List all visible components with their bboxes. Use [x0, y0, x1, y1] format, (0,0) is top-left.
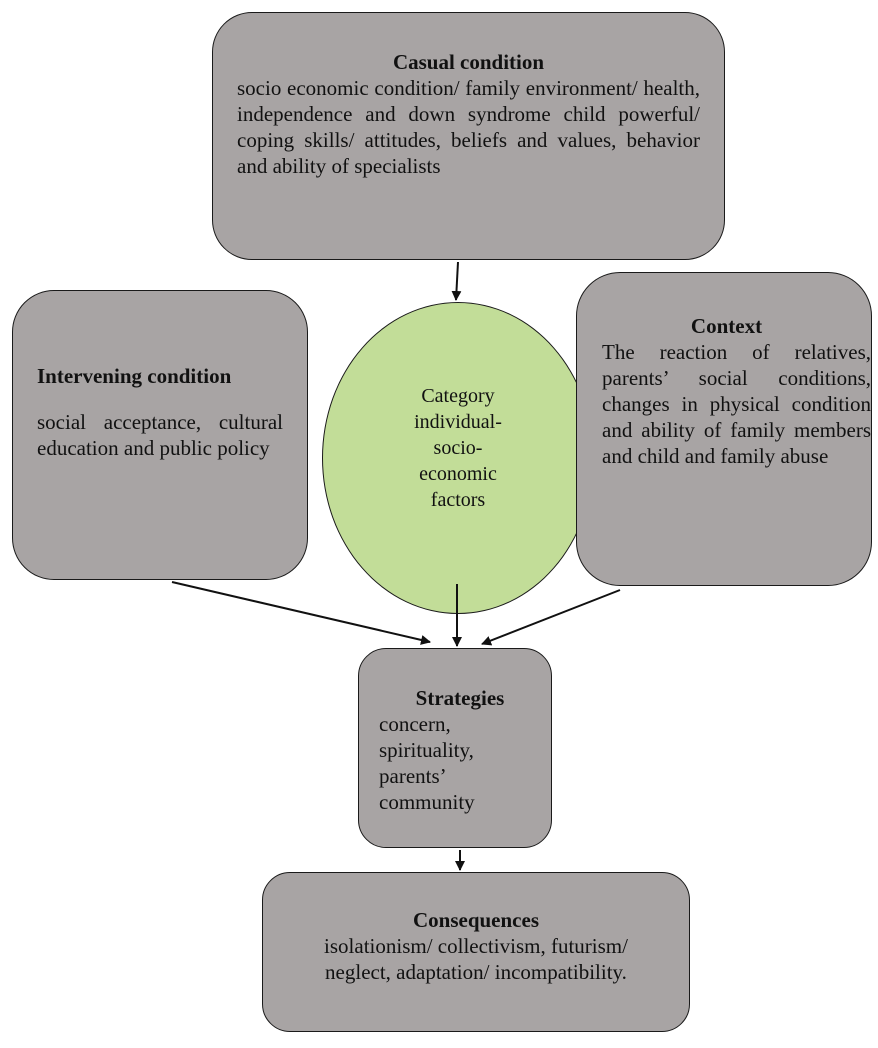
casual-condition-title: Casual condition: [392, 50, 545, 74]
strategies-title: Strategies: [415, 686, 505, 710]
context-title: Context: [690, 314, 763, 338]
casual-condition-text: socio economic condition/ family environ…: [237, 76, 700, 178]
consequences-line: neglect, adaptation/ incompatibility.: [325, 960, 627, 984]
consequences-line: isolationism/ collectivism, futurism/: [324, 934, 628, 958]
strategies-line: concern,: [379, 712, 451, 736]
strategies-line: parents’: [379, 764, 447, 788]
consequences-box: Consequences isolationism/ collectivism,…: [262, 872, 690, 1032]
intervening-condition-title: Intervening condition: [37, 364, 232, 388]
consequences-title: Consequences: [412, 908, 539, 932]
context-text: The reaction of relatives, parents’ soci…: [602, 340, 871, 468]
strategies-box: Strategies concern, spirituality, parent…: [358, 648, 552, 848]
context-box: Context The reaction of relatives, paren…: [576, 272, 872, 586]
category-line: economic: [419, 463, 497, 485]
category-ellipse: Category individual- socio- economic fac…: [322, 302, 594, 614]
category-line: individual-: [414, 411, 502, 433]
arrow-casual-to-category: [451, 261, 462, 301]
strategies-line: community: [379, 790, 475, 814]
category-line: Category: [421, 385, 495, 407]
intervening-condition-text: social acceptance, cultural education an…: [37, 410, 283, 460]
strategies-line: spirituality,: [379, 738, 474, 762]
category-line: socio-: [433, 437, 483, 459]
category-line: factors: [430, 489, 486, 511]
casual-condition-box: Casual condition socio economic conditio…: [212, 12, 725, 260]
intervening-condition-box: Intervening condition social acceptance,…: [12, 290, 308, 580]
